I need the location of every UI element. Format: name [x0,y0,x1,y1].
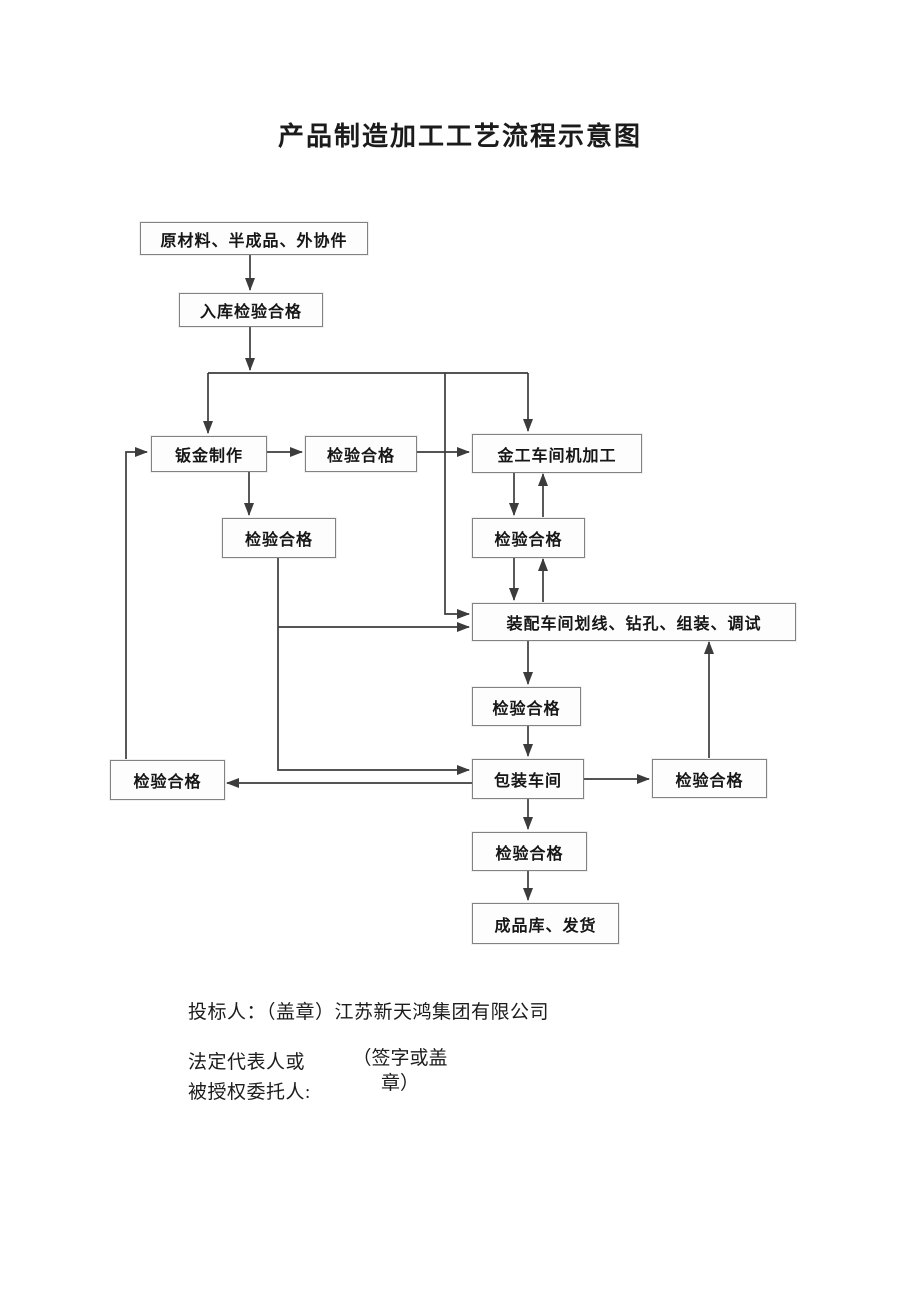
node-inspection-pass-1: 检验合格 [305,436,417,472]
node-inspection-pass-7: 检验合格 [472,832,587,871]
footer-bidder-line: 投标人：（盖章）江苏新天鸿集团有限公司 [188,1002,550,1023]
footer-sign-note-line1: （签字或盖 [352,1048,448,1069]
node-inspection-pass-2: 检验合格 [222,518,336,558]
node-packing-workshop: 包装车间 [472,759,584,799]
node-assembly-workshop: 装配车间划线、钻孔、组装、调试 [472,603,796,641]
page-title: 产品制造加工工艺流程示意图 [277,122,642,151]
footer-legal-rep-line: 法定代表人或 [188,1052,306,1073]
node-inspection-pass-4: 检验合格 [472,687,581,726]
footer-authorized-line: 被授权委托人: [188,1082,311,1103]
footer-sign-note: （签字或盖 章） [350,1046,450,1096]
node-inspection-pass-3: 检验合格 [472,518,585,558]
node-raw-materials: 原材料、半成品、外协件 [140,222,368,255]
node-sheet-metal: 钣金制作 [151,436,267,472]
node-incoming-inspection: 入库检验合格 [179,293,323,327]
node-inspection-pass-6: 检验合格 [652,759,767,798]
node-machining-workshop: 金工车间机加工 [472,434,642,473]
node-inspection-pass-5: 检验合格 [110,760,225,800]
footer-sign-note-line2: 章） [380,1073,419,1094]
node-finished-goods: 成品库、发货 [472,903,619,944]
